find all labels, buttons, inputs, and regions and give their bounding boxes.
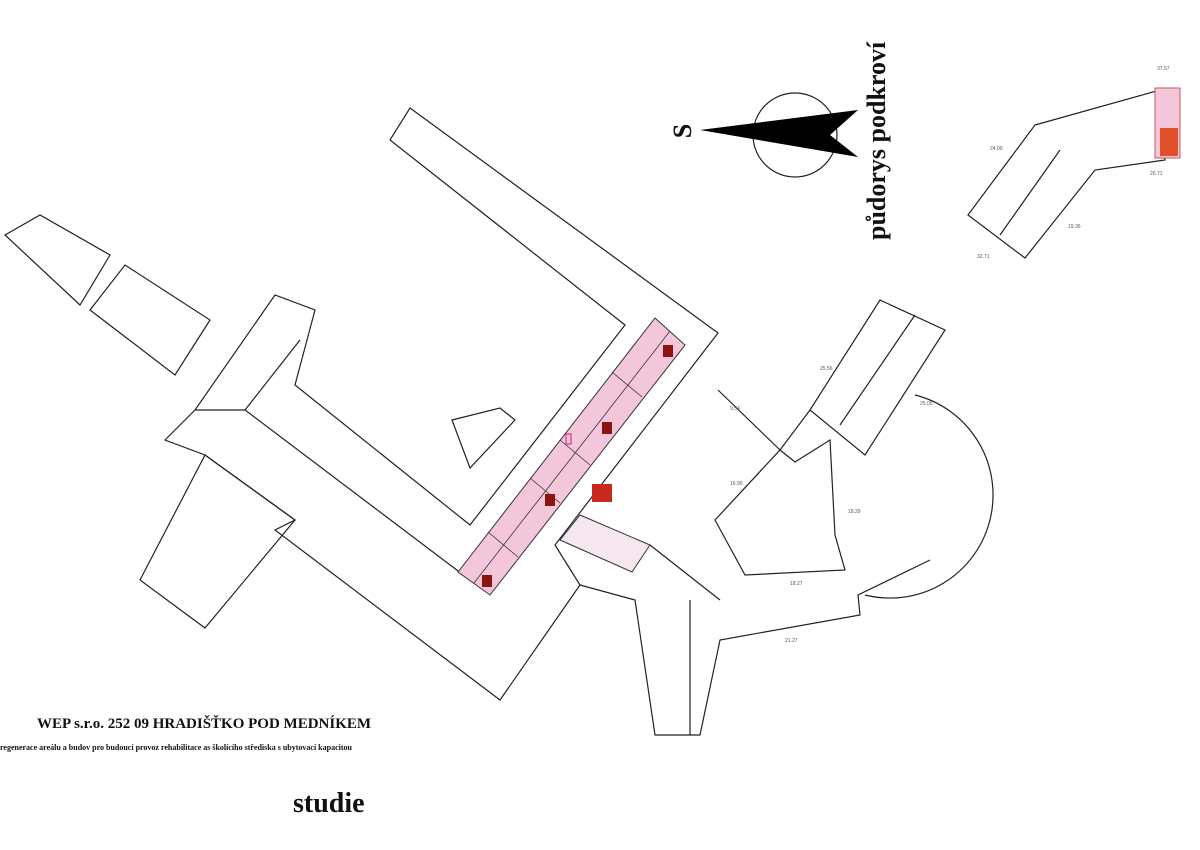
plot-outline	[3, 214, 111, 306]
dimension-label: 25.56	[820, 366, 833, 372]
courtyard-outline	[714, 438, 846, 576]
compass-label: S	[668, 123, 698, 139]
wall	[244, 409, 471, 581]
dimension-label: 21.27	[785, 638, 798, 644]
wall	[839, 314, 916, 426]
chimney-icons	[482, 345, 673, 587]
dimension-label: 16.90	[730, 481, 743, 487]
plot-outline	[89, 264, 211, 376]
building-right	[809, 299, 946, 456]
dimension-label: 25.00	[920, 401, 933, 407]
dimension-label: 37.57	[1157, 66, 1170, 72]
dimension-label: 20.71	[1150, 171, 1163, 177]
company-title: WEP s.r.o. 252 09 HRADIŠŤKO POD MEDNÍKEM	[37, 716, 372, 732]
dimension-label: 19.36	[1068, 224, 1081, 230]
wall	[717, 389, 781, 451]
stair-icon	[1160, 128, 1178, 156]
arc-terrace	[864, 394, 994, 599]
project-description: regenerace areálu a budov pro budoucí pr…	[0, 743, 352, 752]
building-wing	[139, 454, 296, 629]
dimension-label: 24.00	[990, 146, 1003, 152]
wall	[999, 149, 1061, 236]
main-building-outline	[163, 107, 719, 701]
stair-icon	[592, 484, 612, 502]
extension-outline	[579, 559, 931, 736]
stair-outline	[451, 407, 516, 470]
room	[559, 514, 651, 573]
north-arrow-icon	[700, 92, 858, 178]
wall	[779, 409, 811, 451]
wall	[649, 544, 721, 601]
attic-rooms	[457, 317, 686, 596]
plan-title: půdorys podkroví	[862, 41, 891, 240]
stage-label: studie	[293, 788, 365, 819]
dimension-label: 18.29	[848, 509, 861, 515]
dimension-label: 9.54	[730, 406, 740, 412]
wall	[244, 339, 301, 411]
building-top-right	[967, 89, 1166, 259]
dimension-label: 32.71	[977, 254, 990, 260]
dimension-label: 18.27	[790, 581, 803, 587]
